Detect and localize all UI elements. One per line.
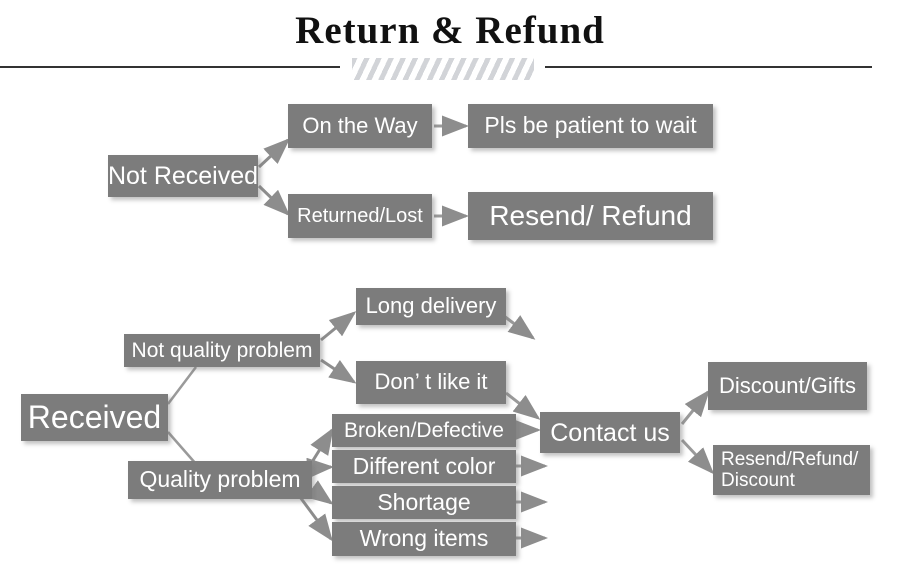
diagonal-hatch-ornament-icon bbox=[352, 58, 534, 80]
node-shortage[interactable]: Shortage bbox=[332, 486, 516, 519]
edge-group-not-quality bbox=[320, 311, 357, 384]
node-quality-problem[interactable]: Quality problem bbox=[128, 461, 312, 499]
edge-group-contact-outcomes bbox=[680, 389, 715, 475]
node-returned-lost[interactable]: Returned/Lost bbox=[288, 194, 432, 238]
edge-group-not-received bbox=[257, 137, 291, 217]
divider-line-right bbox=[545, 66, 872, 68]
node-long-delivery[interactable]: Long delivery bbox=[356, 288, 506, 325]
page-title: Return & Refund bbox=[295, 9, 605, 52]
node-received[interactable]: Received bbox=[21, 394, 168, 441]
edge-group-received bbox=[167, 366, 197, 465]
node-contact-us[interactable]: Contact us bbox=[540, 412, 680, 453]
node-resend-refund-discount[interactable]: Resend/Refund/ Discount bbox=[713, 445, 870, 495]
node-discount-gifts[interactable]: Discount/Gifts bbox=[708, 362, 867, 410]
node-on-the-way[interactable]: On the Way bbox=[288, 104, 432, 148]
node-dont-like-it[interactable]: Don’ t like it bbox=[356, 361, 506, 404]
edge-group-top-outcomes bbox=[434, 115, 469, 227]
node-different-color[interactable]: Different color bbox=[332, 450, 516, 483]
node-not-quality-problem[interactable]: Not quality problem bbox=[124, 334, 320, 367]
node-wrong-items[interactable]: Wrong items bbox=[332, 522, 516, 556]
node-pls-be-patient-to-wait[interactable]: Pls be patient to wait bbox=[468, 104, 713, 148]
node-broken-defective[interactable]: Broken/Defective bbox=[332, 414, 516, 447]
edge-group-quality bbox=[298, 427, 334, 542]
node-resend-refund[interactable]: Resend/ Refund bbox=[468, 192, 713, 240]
node-not-received[interactable]: Not Received bbox=[108, 155, 258, 197]
divider-line-left bbox=[0, 66, 340, 68]
